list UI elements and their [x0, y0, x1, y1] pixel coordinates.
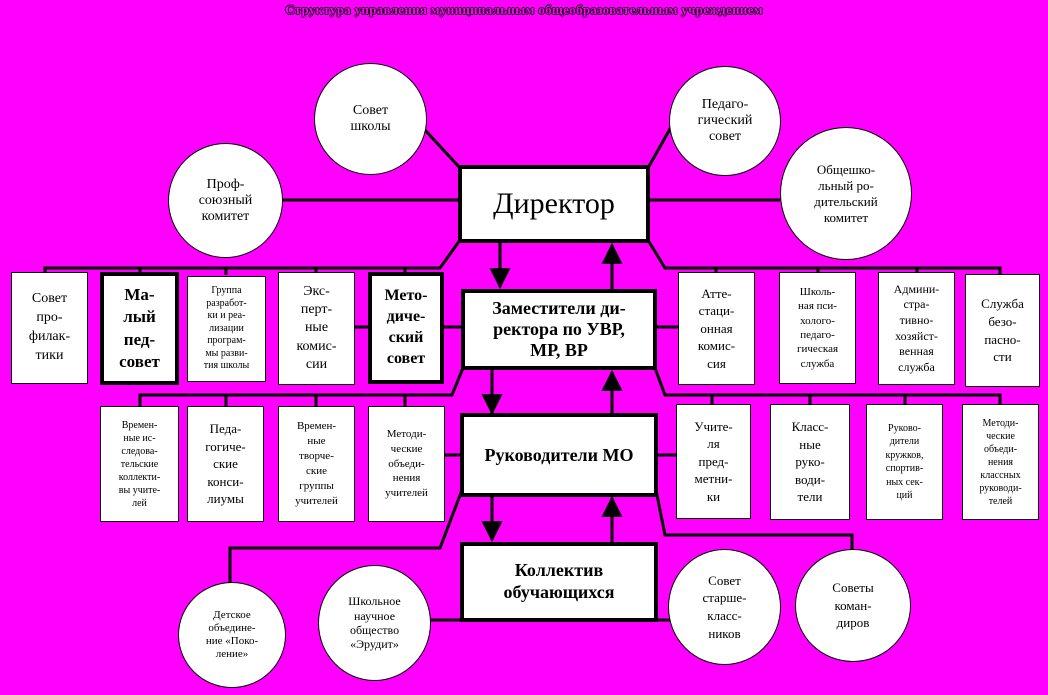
diagram-title: Структура управления муниципальным общео… — [285, 2, 763, 17]
psychological-service-box: Школь- ная пси- холого- педаго- гическая… — [779, 272, 856, 384]
attestation-commission-box: Атте- стаци- онная комис- сия — [678, 272, 755, 385]
pedagogical-consilium-box: Педа- гогиче- ские конси- лиумы — [187, 406, 264, 522]
research-groups-box: Времен- ные ис- следова- тельские коллек… — [100, 406, 179, 522]
class-leaders-method-box: Методи- ческие объеди- нения классных ру… — [962, 404, 1039, 520]
parents-circle: Общешко- льный ро- дительский комитет — [780, 127, 912, 260]
security-service-box: Служба безо- пасно- сти — [965, 274, 1040, 387]
club-leaders-box: Руково- дители кружков, спортив- ных сек… — [866, 404, 943, 520]
subject-teachers-box: Учите- ля пред- метни- ки — [676, 404, 751, 519]
class-leaders-box: Класс- ные руко- води- тели — [770, 404, 850, 520]
mo-heads-box: Руководители МО — [460, 413, 658, 497]
creative-groups-box: Времен- ные творче- ские группы учителей — [278, 406, 355, 522]
union-circle: Проф- союзный комитет — [168, 143, 283, 258]
director-box: Директор — [458, 165, 650, 243]
children-organization-circle: Детское объедине- ние «Поко- ление» — [178, 582, 286, 688]
council-circle: Совет школы — [314, 63, 427, 175]
pedsovet-circle: Педаго- гический совет — [669, 66, 781, 176]
methodical-council-box: Мето- диче- ский совет — [368, 272, 444, 384]
expert-commissions-box: Экс- перт- ные комис- сии — [278, 272, 355, 385]
teacher-method-associations-box: Методи- ческие объеди- нения учителей — [368, 406, 445, 522]
prevention-council-box: Совет про- филак- тики — [11, 272, 88, 384]
deputies-box: Заместители ди- ректора по УВР, МР, ВР — [461, 289, 657, 370]
commanders-councils-circle: Советы коман- диров — [795, 549, 911, 662]
erudite-society-circle: Школьное научное общество «Эрудит» — [318, 565, 431, 681]
seniors-council-circle: Совет старше- класс- ников — [668, 549, 781, 665]
small-pedsovet-box: Ма- лый пед- совет — [100, 272, 179, 385]
students-box: Коллектив обучающихся — [460, 542, 658, 622]
development-group-box: Группа разработ- ки и реа- лизации прогр… — [187, 276, 266, 382]
administrative-service-box: Админи- стра- тивно- хозяйст- венная слу… — [878, 272, 955, 385]
